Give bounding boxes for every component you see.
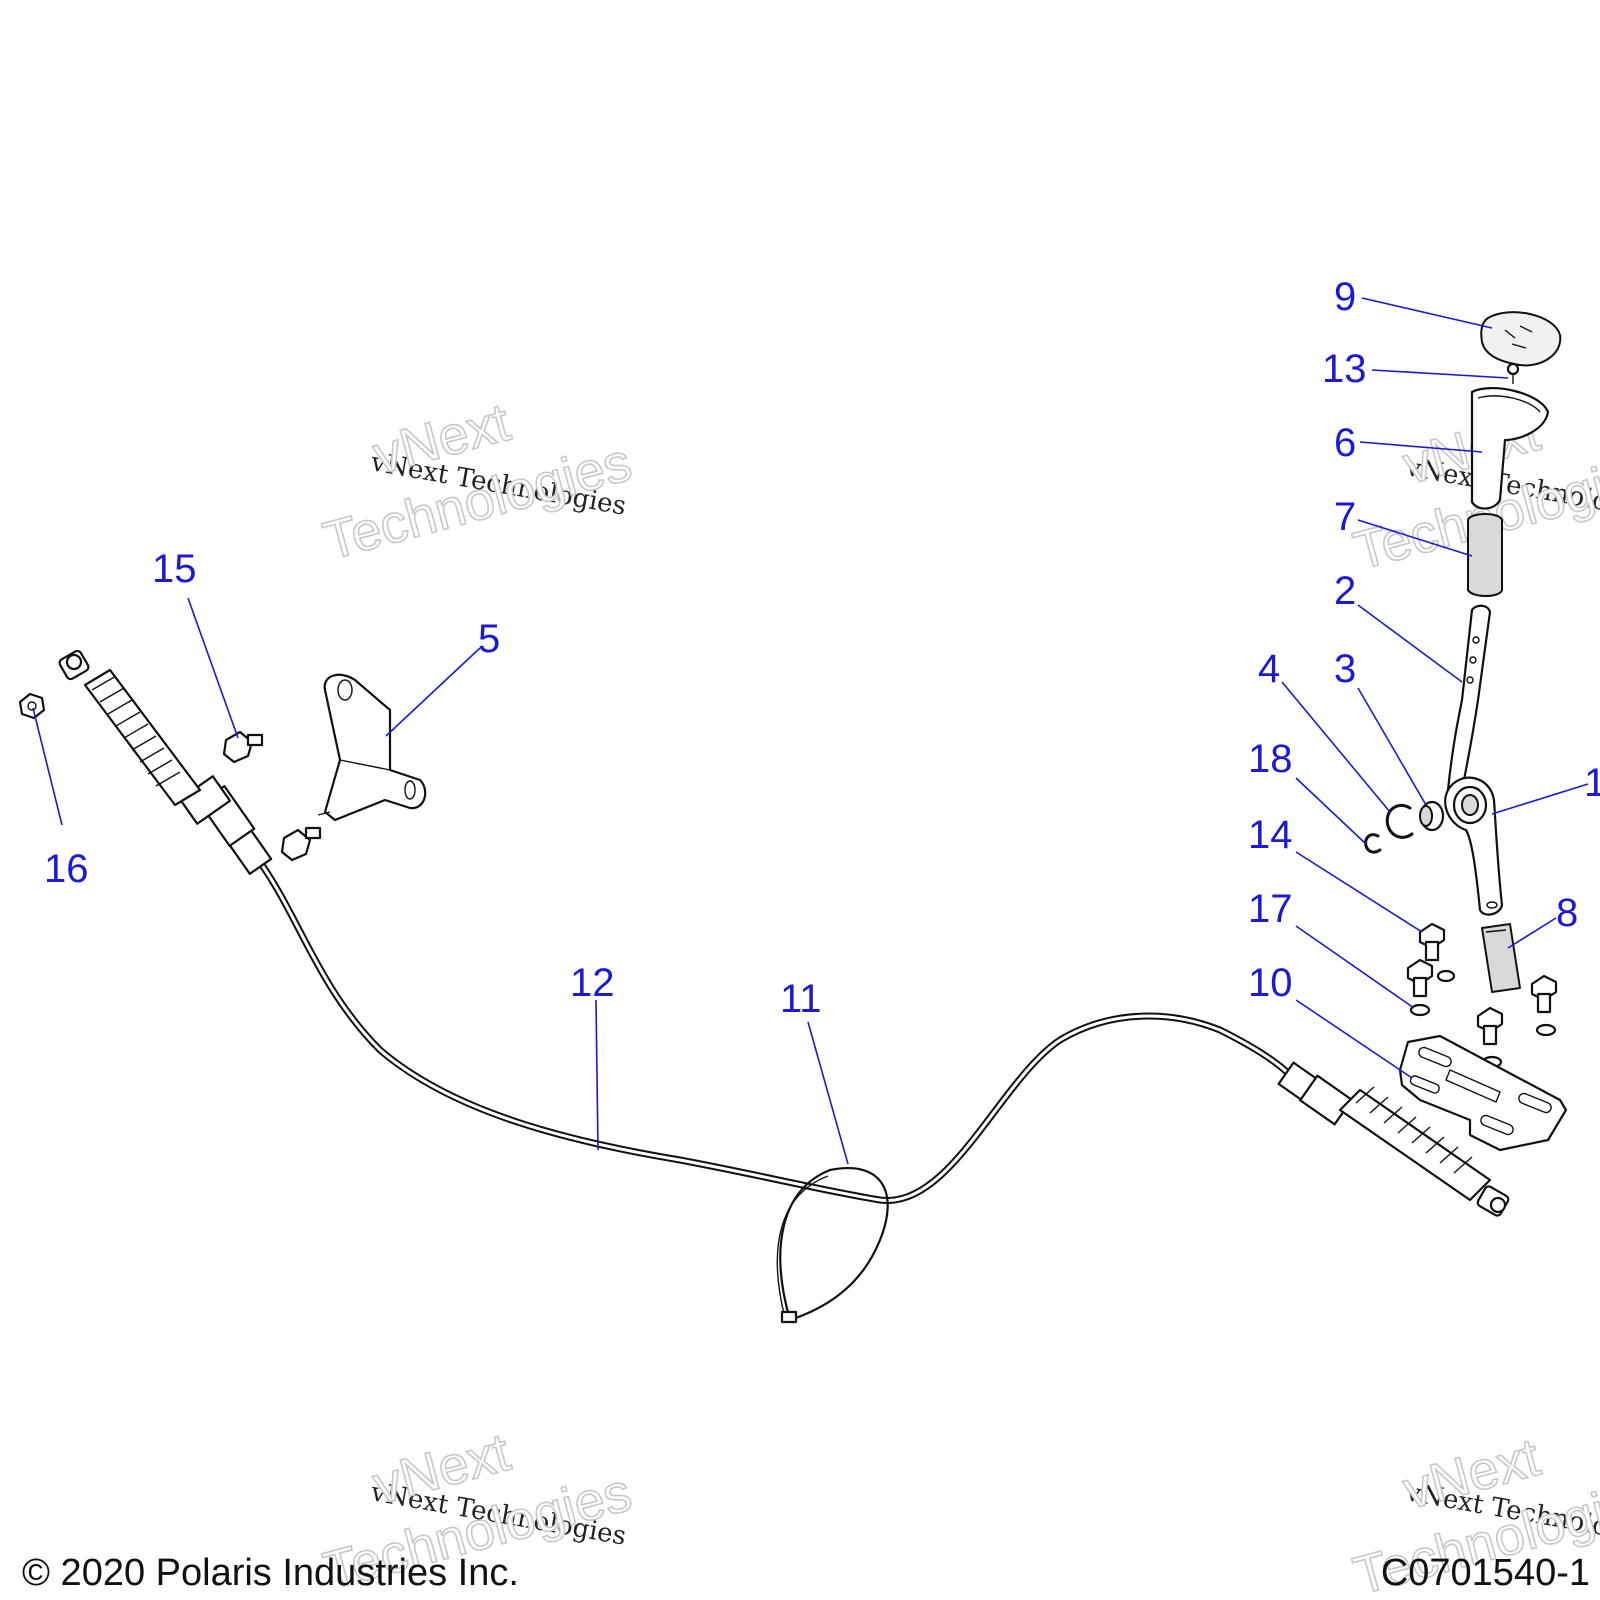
nut	[18, 692, 46, 720]
callout-2: 2	[1334, 569, 1356, 613]
copyright-text: © 2020 Polaris Industries Inc.	[22, 1552, 519, 1594]
callout-17: 17	[1248, 887, 1293, 931]
e-clip	[1364, 833, 1382, 854]
leader-12	[595, 999, 599, 1151]
leader-17	[1295, 925, 1415, 1009]
callout-11: 11	[780, 977, 822, 1021]
leader-16	[32, 707, 63, 826]
shift-lever-arm	[1444, 776, 1504, 916]
callout-18: 18	[1248, 737, 1293, 781]
callout-9: 9	[1334, 275, 1356, 319]
callout-13: 13	[1322, 347, 1367, 391]
callout-5: 5	[478, 617, 500, 661]
bracket-bolt-upper	[222, 730, 264, 764]
callout-4: 4	[1258, 647, 1280, 691]
callout-3: 3	[1334, 647, 1356, 691]
leader-1	[1491, 783, 1589, 815]
drawing-number: C0701540-1	[1380, 1552, 1590, 1594]
lever-pad	[1481, 923, 1521, 993]
callout-12: 12	[570, 961, 615, 1005]
leader-2	[1357, 604, 1463, 683]
shift-sleeve	[1467, 513, 1503, 597]
leader-18	[1295, 777, 1367, 845]
shift-cable	[58, 649, 1510, 1217]
callout-7: 7	[1334, 495, 1356, 539]
callout-15: 15	[152, 547, 197, 591]
cable-bracket	[317, 673, 427, 822]
leader-10	[1295, 999, 1413, 1079]
shift-boot	[1470, 387, 1550, 510]
leader-8	[1507, 917, 1557, 949]
retaining-ring	[1385, 803, 1414, 839]
callout-14: 14	[1248, 813, 1293, 857]
leader-13	[1371, 369, 1509, 379]
leader-4	[1281, 681, 1391, 813]
bolt-14	[1418, 922, 1456, 983]
callout-6: 6	[1334, 421, 1356, 465]
leader-3	[1357, 687, 1427, 806]
bolt-right-pair	[1476, 974, 1558, 1069]
watermark-top-right-outline: vNext Technologies	[1347, 401, 1600, 582]
bolt-17	[1406, 958, 1434, 1017]
cable-tie	[776, 1167, 889, 1324]
knob-screw	[1506, 362, 1520, 384]
cable-right-end	[1277, 1061, 1510, 1217]
leader-7	[1357, 519, 1473, 557]
leader-5	[385, 647, 481, 737]
shift-knob	[1480, 311, 1562, 367]
callout-10: 10	[1248, 961, 1293, 1005]
cable-left-end	[58, 649, 273, 875]
callouts: 9 13 6 7 2 4 3 1 18 14 17 10 8 15 5 16 1…	[44, 275, 1600, 1021]
leader-6	[1359, 441, 1483, 453]
callout-8: 8	[1556, 891, 1578, 935]
leader-9	[1361, 297, 1493, 329]
callout-16: 16	[44, 847, 89, 891]
leader-lines	[32, 297, 1589, 1165]
leader-15	[187, 597, 239, 739]
callout-1: 1	[1584, 761, 1600, 805]
shift-lever	[1446, 604, 1492, 792]
leader-11	[807, 1021, 849, 1165]
mounting-plate	[1398, 1034, 1568, 1152]
bushing	[1419, 800, 1445, 832]
leader-14	[1295, 851, 1423, 933]
bracket-bolt-lower	[280, 826, 322, 862]
